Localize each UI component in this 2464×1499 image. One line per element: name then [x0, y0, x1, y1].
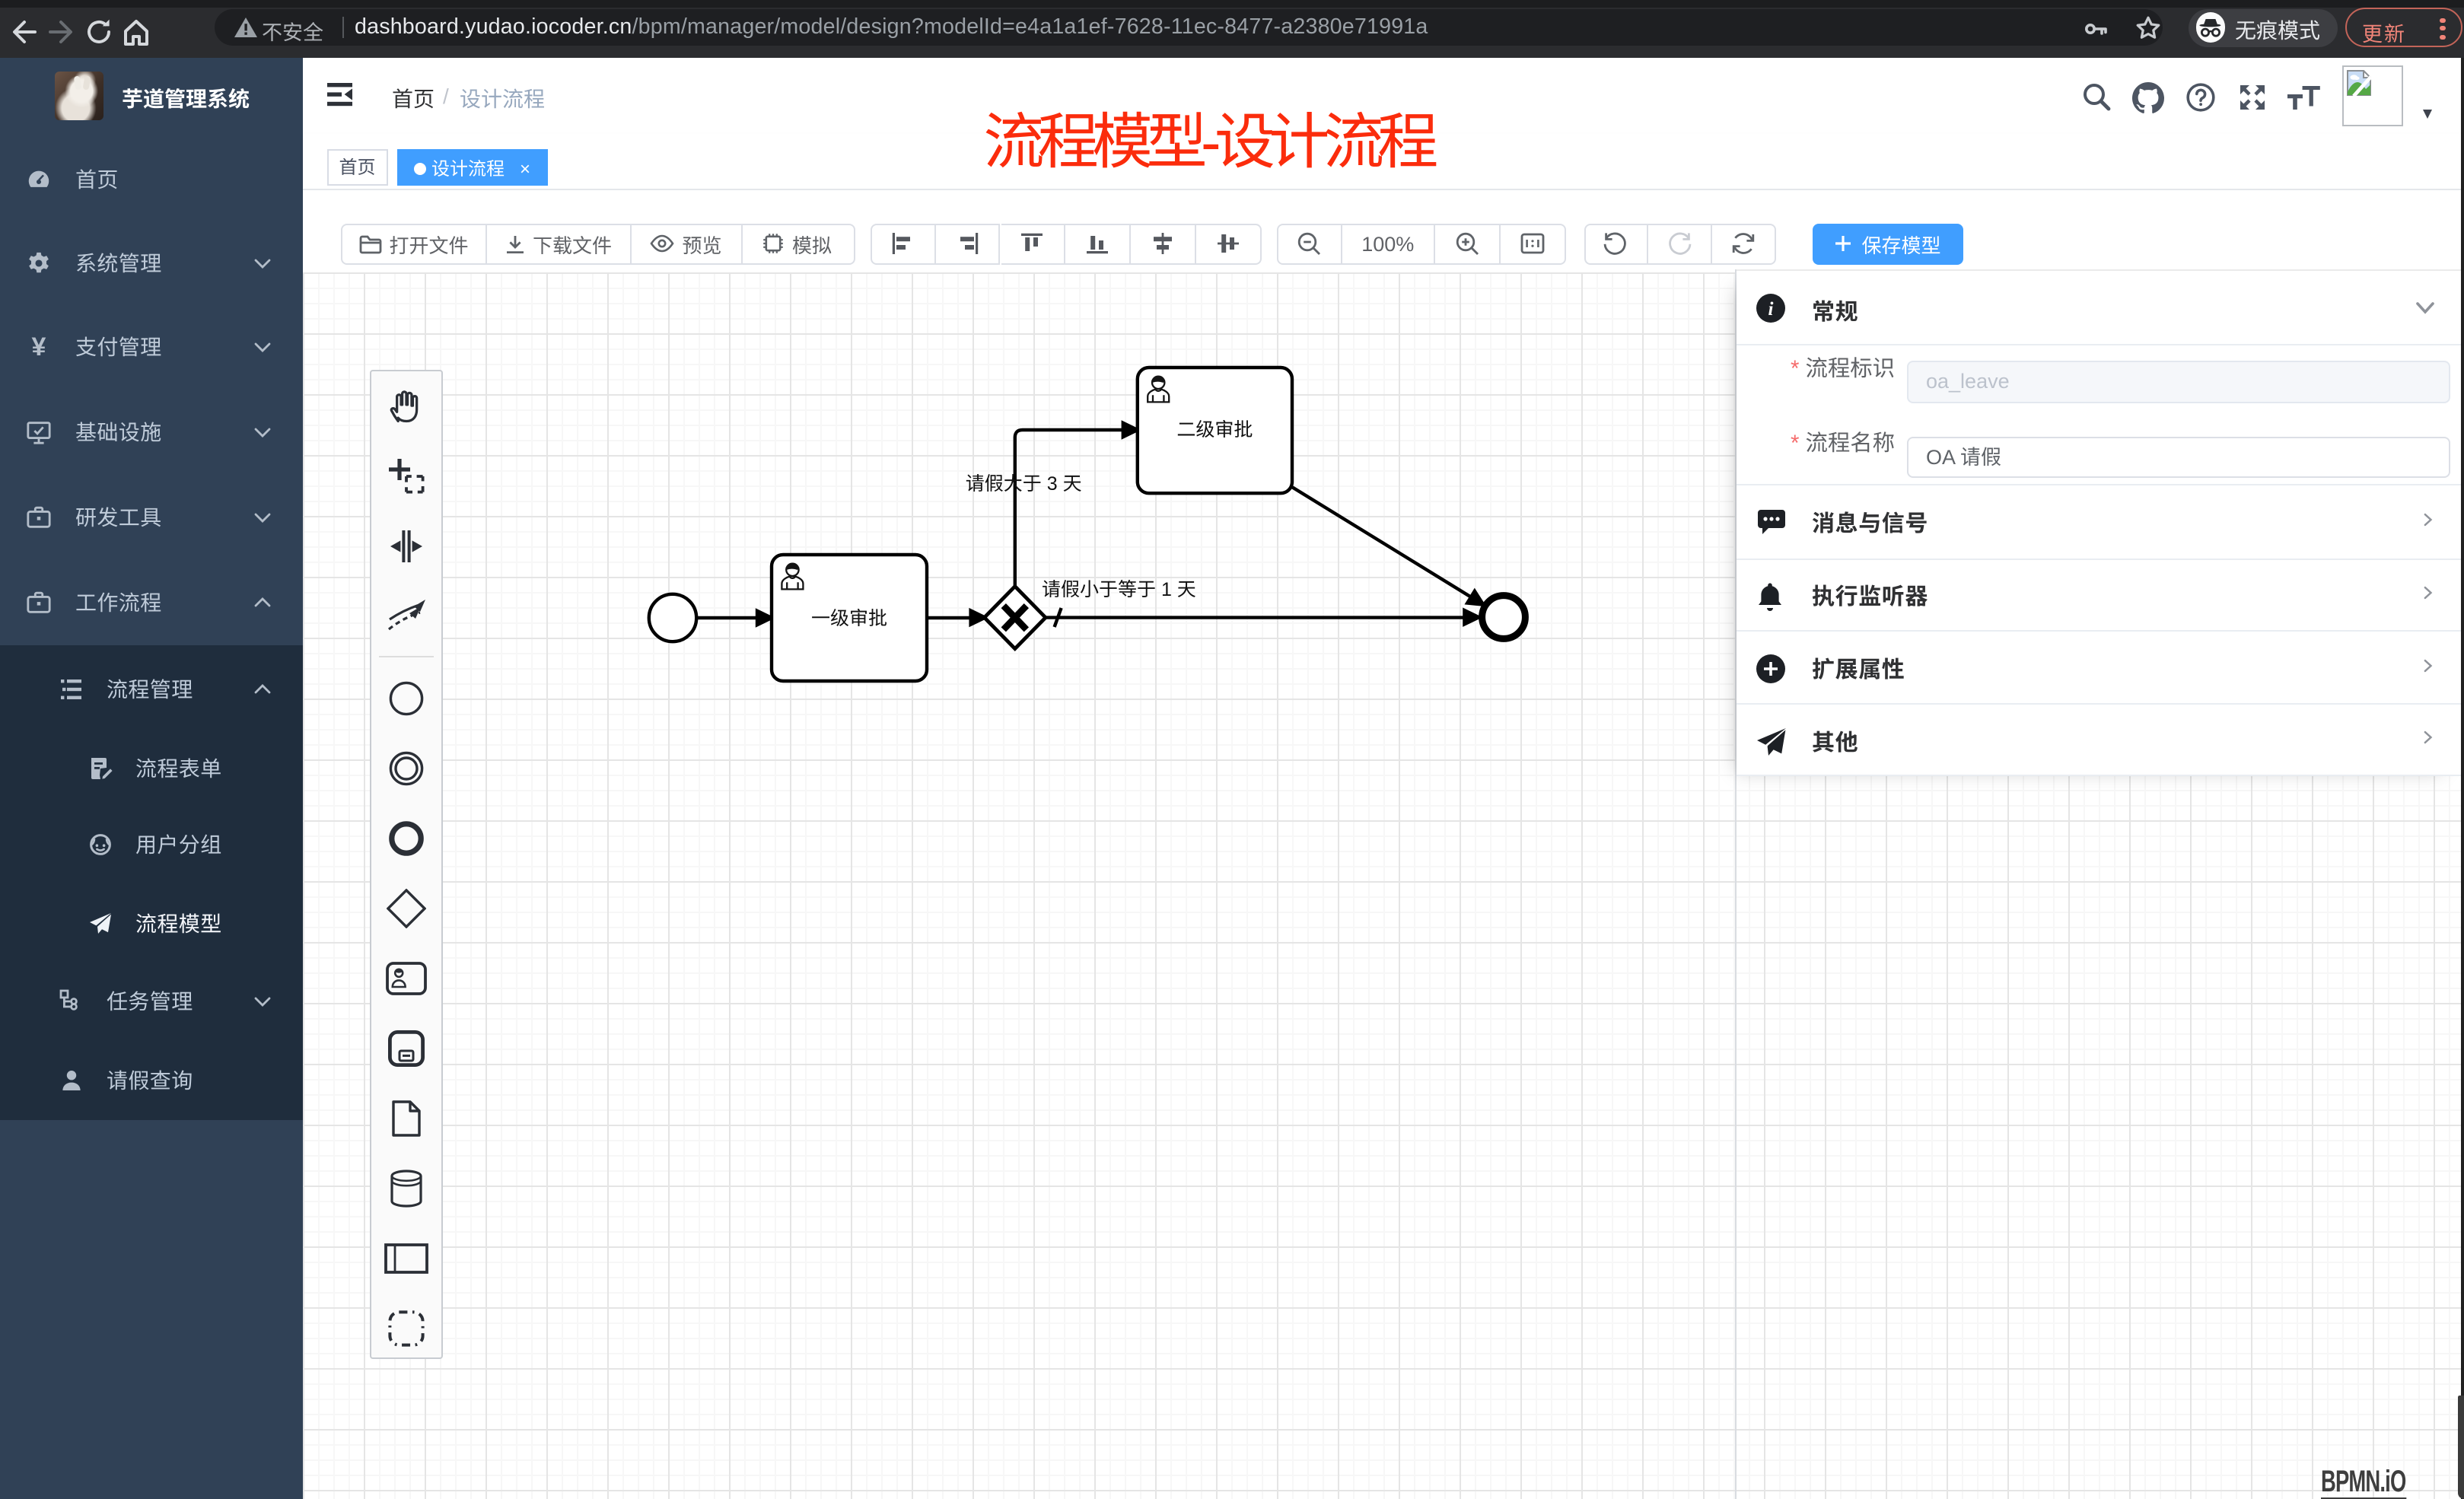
svg-text:请假大于 3 天: 请假大于 3 天: [966, 473, 1082, 494]
svg-text:二级审批: 二级审批: [1176, 419, 1253, 440]
svg-text:一级审批: 一级审批: [811, 607, 887, 629]
svg-text:请假小于等于 1 天: 请假小于等于 1 天: [1042, 578, 1196, 600]
svg-text:i: i: [1768, 299, 1773, 320]
